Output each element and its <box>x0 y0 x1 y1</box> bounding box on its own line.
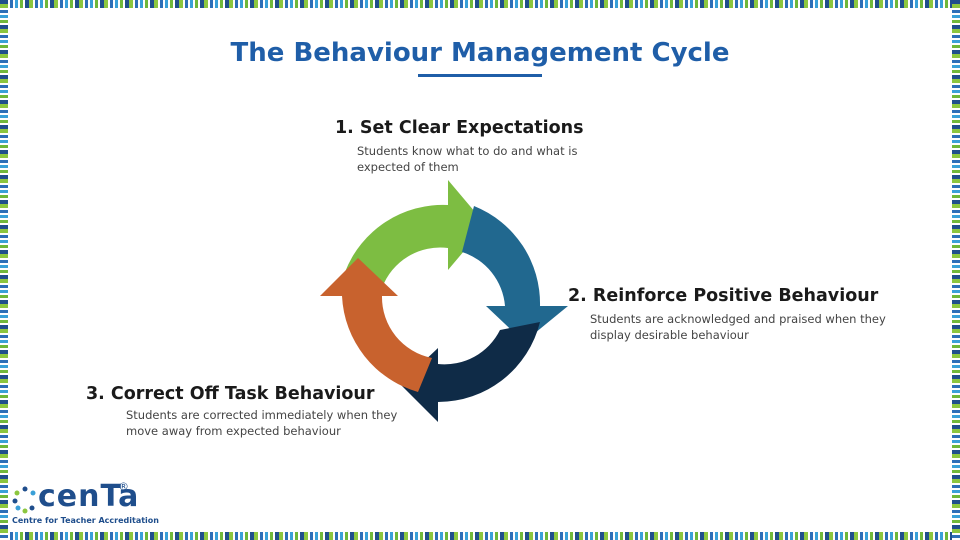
decorative-border-top <box>0 0 960 8</box>
step-2-description: Students are acknowledged and praised wh… <box>590 312 886 342</box>
logo-tagline: Centre for Teacher Accreditation <box>12 516 159 525</box>
decorative-border-bottom <box>0 532 960 540</box>
registered-mark: ® <box>118 480 129 493</box>
step-3-description: Students are corrected immediately when … <box>126 408 398 438</box>
step-3-title: 3. Correct Off Task Behaviour <box>86 384 375 404</box>
logo-mark-icon <box>12 486 36 514</box>
logo-wordmark: cenTa <box>38 479 140 514</box>
page-title: The Behaviour Management Cycle <box>230 38 730 68</box>
step-1-description: Students know what to do and what is exp… <box>357 144 578 174</box>
cycle-arrow-reinforce <box>462 206 568 342</box>
cycle-arrow-correct <box>320 258 432 392</box>
cycle-arrow-set-expectations <box>345 180 486 288</box>
step-2-title: 2. Reinforce Positive Behaviour <box>568 286 879 306</box>
decorative-border-left <box>0 0 8 540</box>
decorative-border-right <box>952 0 960 540</box>
step-1-title: 1. Set Clear Expectations <box>335 118 584 138</box>
title-underline <box>418 74 542 77</box>
cycle-arrow-fourth <box>400 322 540 422</box>
